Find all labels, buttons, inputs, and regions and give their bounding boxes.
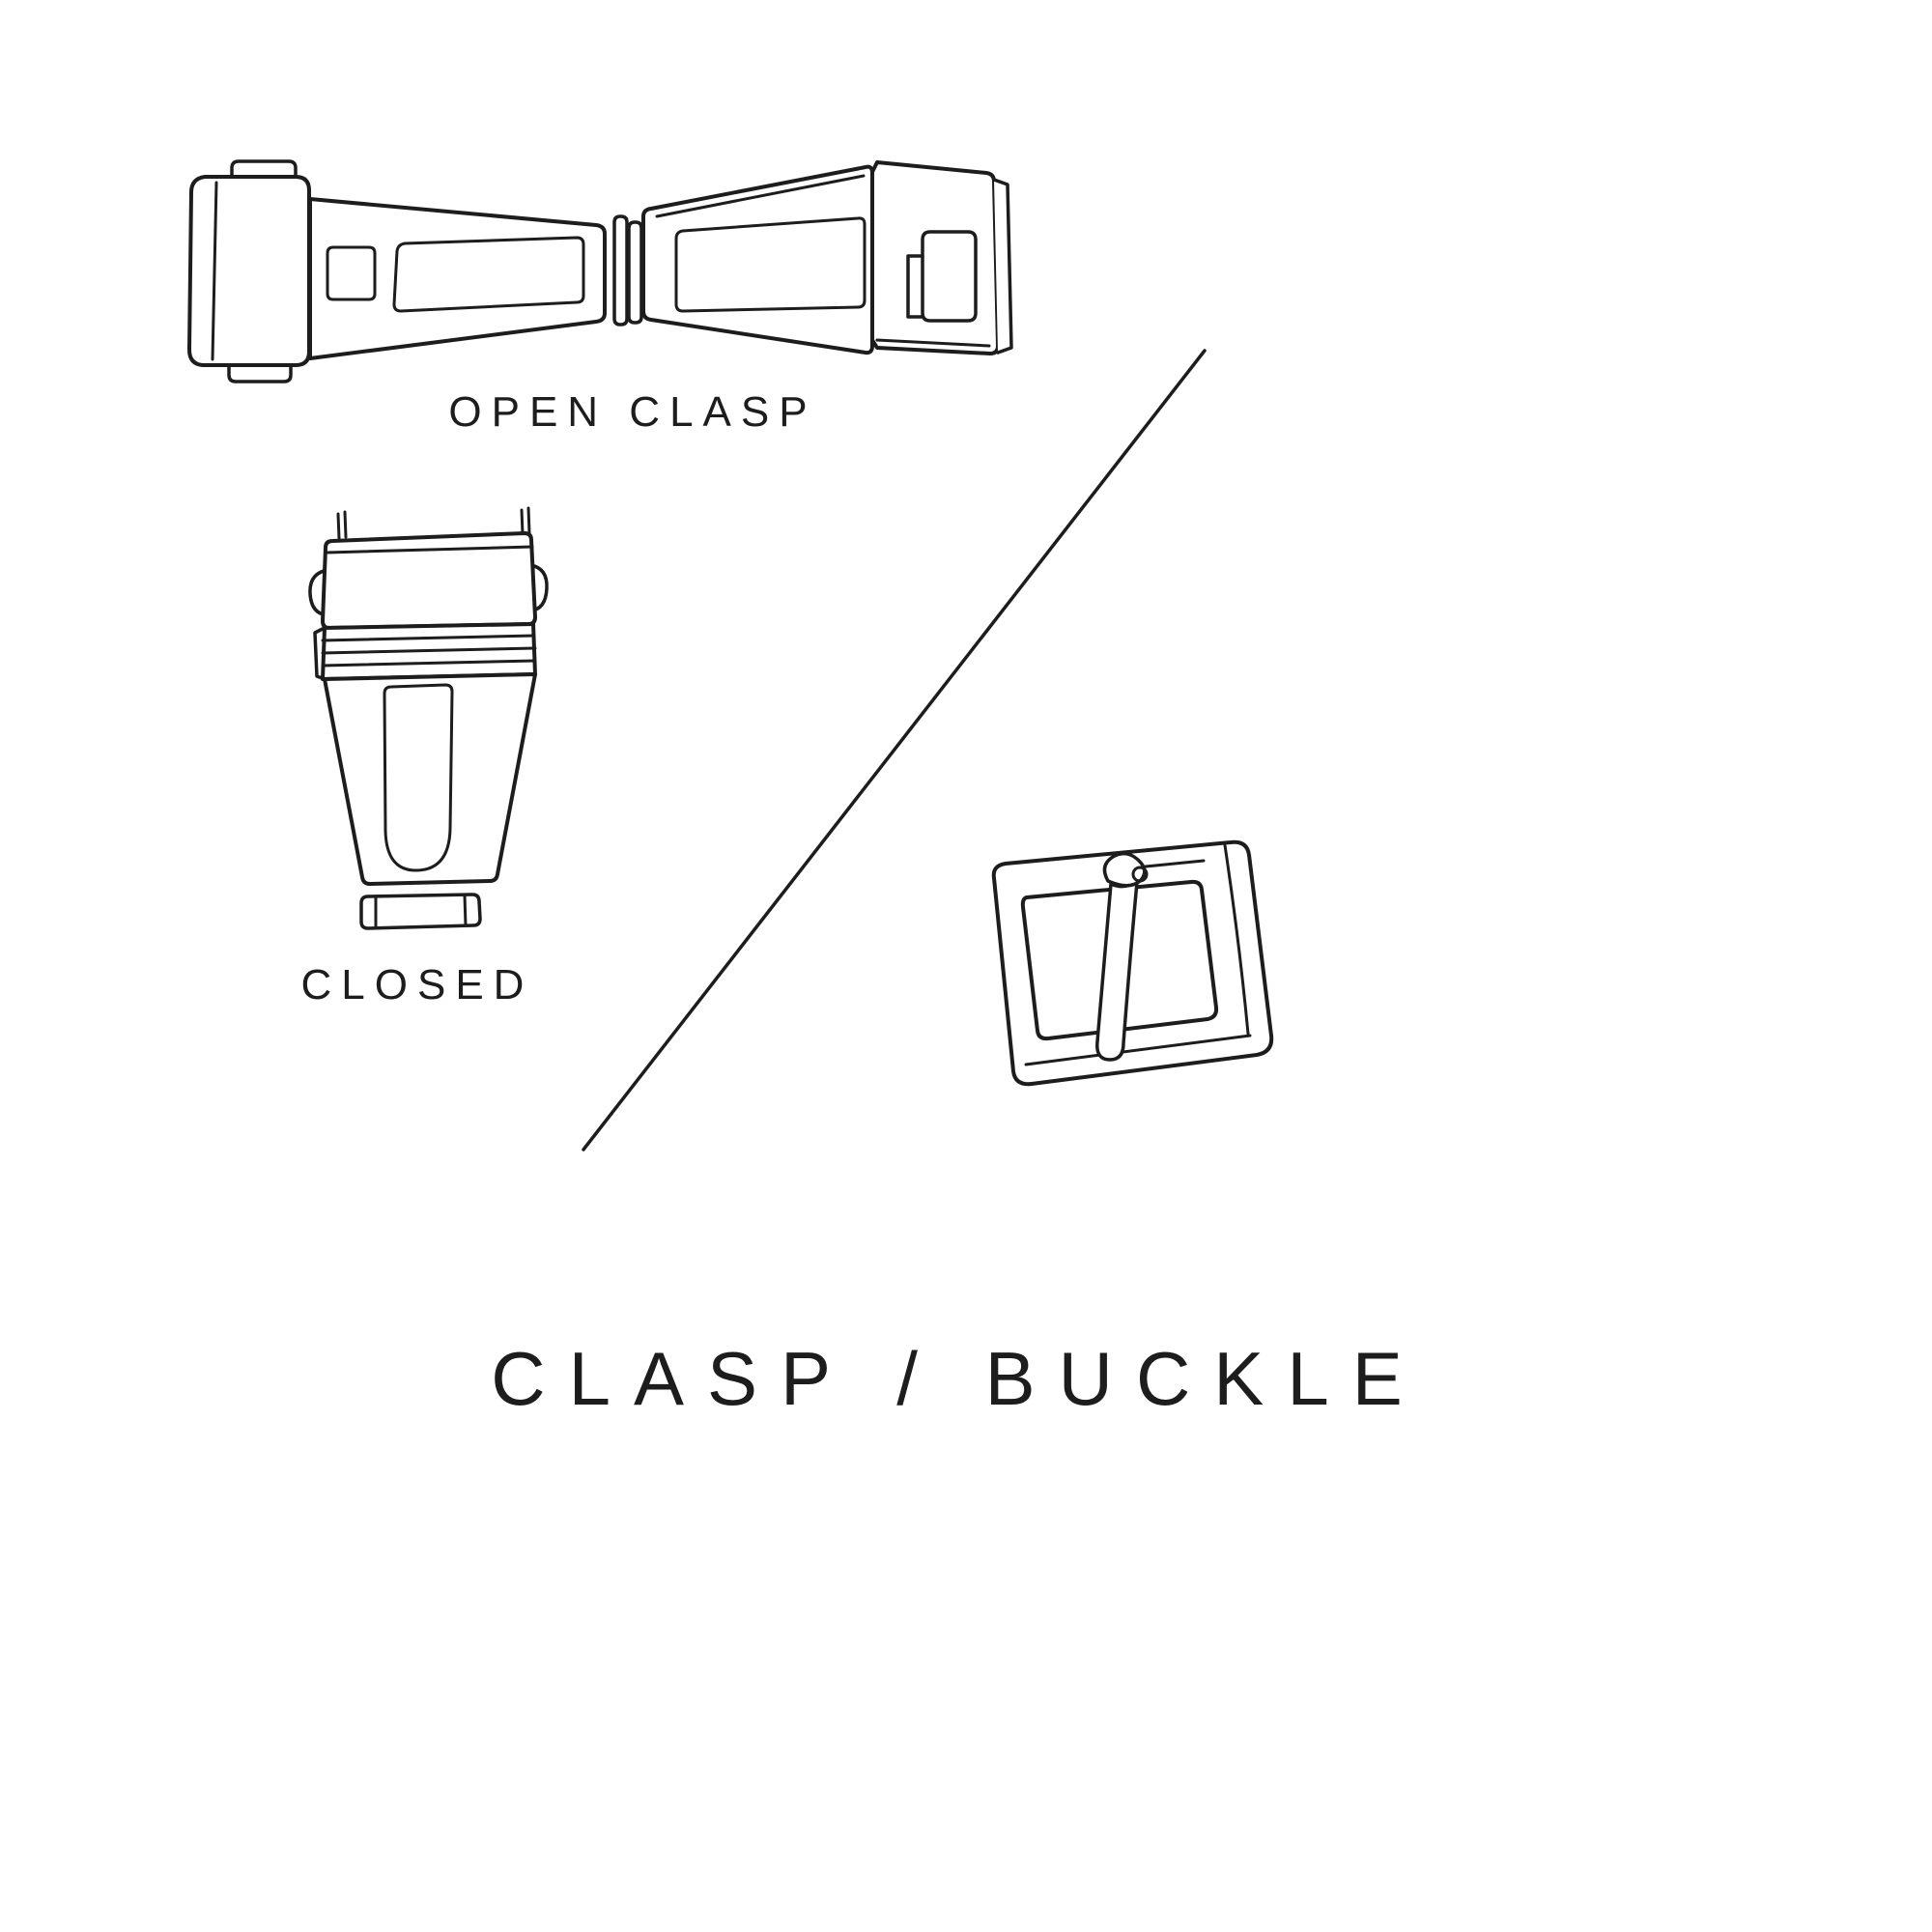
diagram-title: CLASP / BUCKLE [491, 1336, 1426, 1421]
open-clasp-label: OPEN CLASP [448, 388, 817, 436]
diagonal-divider [583, 351, 1205, 1150]
closed-clasp-label: CLOSED [300, 961, 534, 1009]
closed-clasp-illustration [310, 508, 547, 928]
tang-buckle-illustration [994, 842, 1271, 1084]
open-clasp-illustration [189, 161, 1011, 382]
